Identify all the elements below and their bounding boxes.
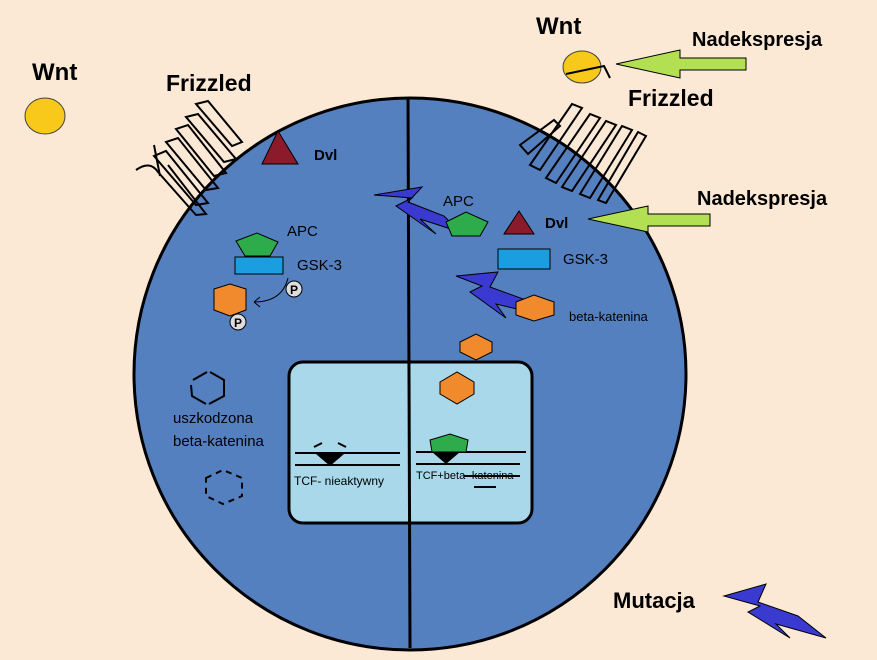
dvl-label-right: Dvl — [545, 215, 568, 232]
phosphate-circle-icon — [229, 313, 247, 331]
phosphorylation-arrowhead — [253, 296, 261, 308]
tcf-inactive-label: TCF- nieaktywny — [294, 474, 384, 488]
dvl-protein-right — [503, 210, 535, 235]
apc-protein-right — [445, 211, 489, 237]
frizzled-label-right: Frizzled — [628, 85, 714, 111]
damaged-beta-catenin-label-line1: uszkodzona — [173, 410, 254, 427]
overexpression-label-mid: Nadekspresja — [697, 188, 828, 210]
phosphate-label-1: P — [290, 283, 298, 297]
frizzled-receptor-left — [135, 99, 244, 217]
beta-catenin-right — [515, 294, 555, 322]
tcf-beta-catenin-label: TCF+beta- katenina — [416, 470, 514, 482]
frizzled-receptor-right — [518, 64, 648, 205]
dvl-label-left: Dvl — [314, 147, 337, 164]
wnt-label-left: Wnt — [32, 59, 77, 86]
tcf-factor-right — [432, 452, 460, 464]
apc-label-left: APC — [287, 223, 318, 240]
phosphate-circle-icon — [285, 280, 303, 298]
apc-label-right: APC — [443, 193, 474, 210]
phosphorylation-arrow — [253, 277, 289, 303]
beta-catenin-nuclear — [439, 371, 475, 405]
beta-catenin-left — [213, 283, 247, 317]
overexpression-label-top: Nadekspresja — [692, 29, 823, 51]
wnt-label-right: Wnt — [536, 13, 581, 40]
dna-strands-left — [295, 452, 400, 466]
arrow-left-icon — [615, 49, 747, 79]
mutation-label: Mutacja — [613, 588, 696, 613]
beta-catenin-moving — [459, 333, 493, 361]
divider-line — [406, 96, 412, 649]
tcf-factor-left — [316, 454, 344, 466]
beta-catenin-label-right: beta-katenina — [569, 309, 649, 324]
gsk3-protein-right — [497, 248, 551, 270]
gsk3-label-right: GSK-3 — [563, 251, 608, 268]
damaged-beta-catenin-label-line2: beta-katenina — [173, 433, 265, 450]
frizzled-label-left: Frizzled — [166, 70, 252, 96]
gsk3-protein-left — [234, 256, 284, 275]
degraded-beta-catenin-hexagon — [205, 468, 243, 506]
lightning-bolt-icon — [373, 186, 461, 235]
wnt-ligand-left — [24, 97, 66, 135]
dvl-protein-left — [261, 129, 299, 165]
damaged-beta-catenin-hexagon — [190, 371, 225, 405]
apc-protein-left — [235, 232, 279, 257]
arrow-left-icon — [587, 205, 711, 233]
gsk3-label-left: GSK-3 — [297, 257, 342, 274]
tcf-repressor-left — [313, 442, 347, 448]
phosphate-label-2: P — [234, 316, 242, 330]
beta-catenin-cofactor — [429, 433, 469, 453]
lightning-bolt-icon — [722, 583, 827, 639]
